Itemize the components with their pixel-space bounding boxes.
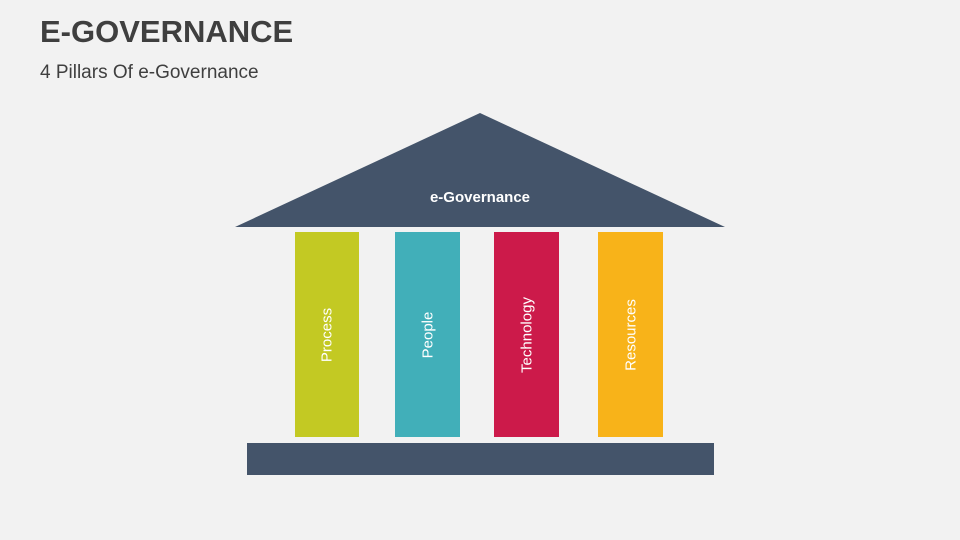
foundation-base: [247, 443, 714, 475]
pillar-people: People: [395, 232, 460, 437]
roof-label: e-Governance: [429, 189, 531, 206]
pillar-label: People: [419, 311, 436, 358]
pillar-label: Resources: [622, 298, 639, 371]
page-subtitle: 4 Pillars Of e-Governance: [40, 62, 259, 83]
pillar-resources: Resources: [598, 232, 663, 437]
page-title: E-GOVERNANCE: [40, 14, 294, 49]
pillar-technology: Technology: [494, 232, 559, 437]
pillar-label: Process: [318, 307, 336, 362]
pillar-label: Technology: [518, 296, 535, 373]
pillar-process: Process: [295, 232, 359, 437]
